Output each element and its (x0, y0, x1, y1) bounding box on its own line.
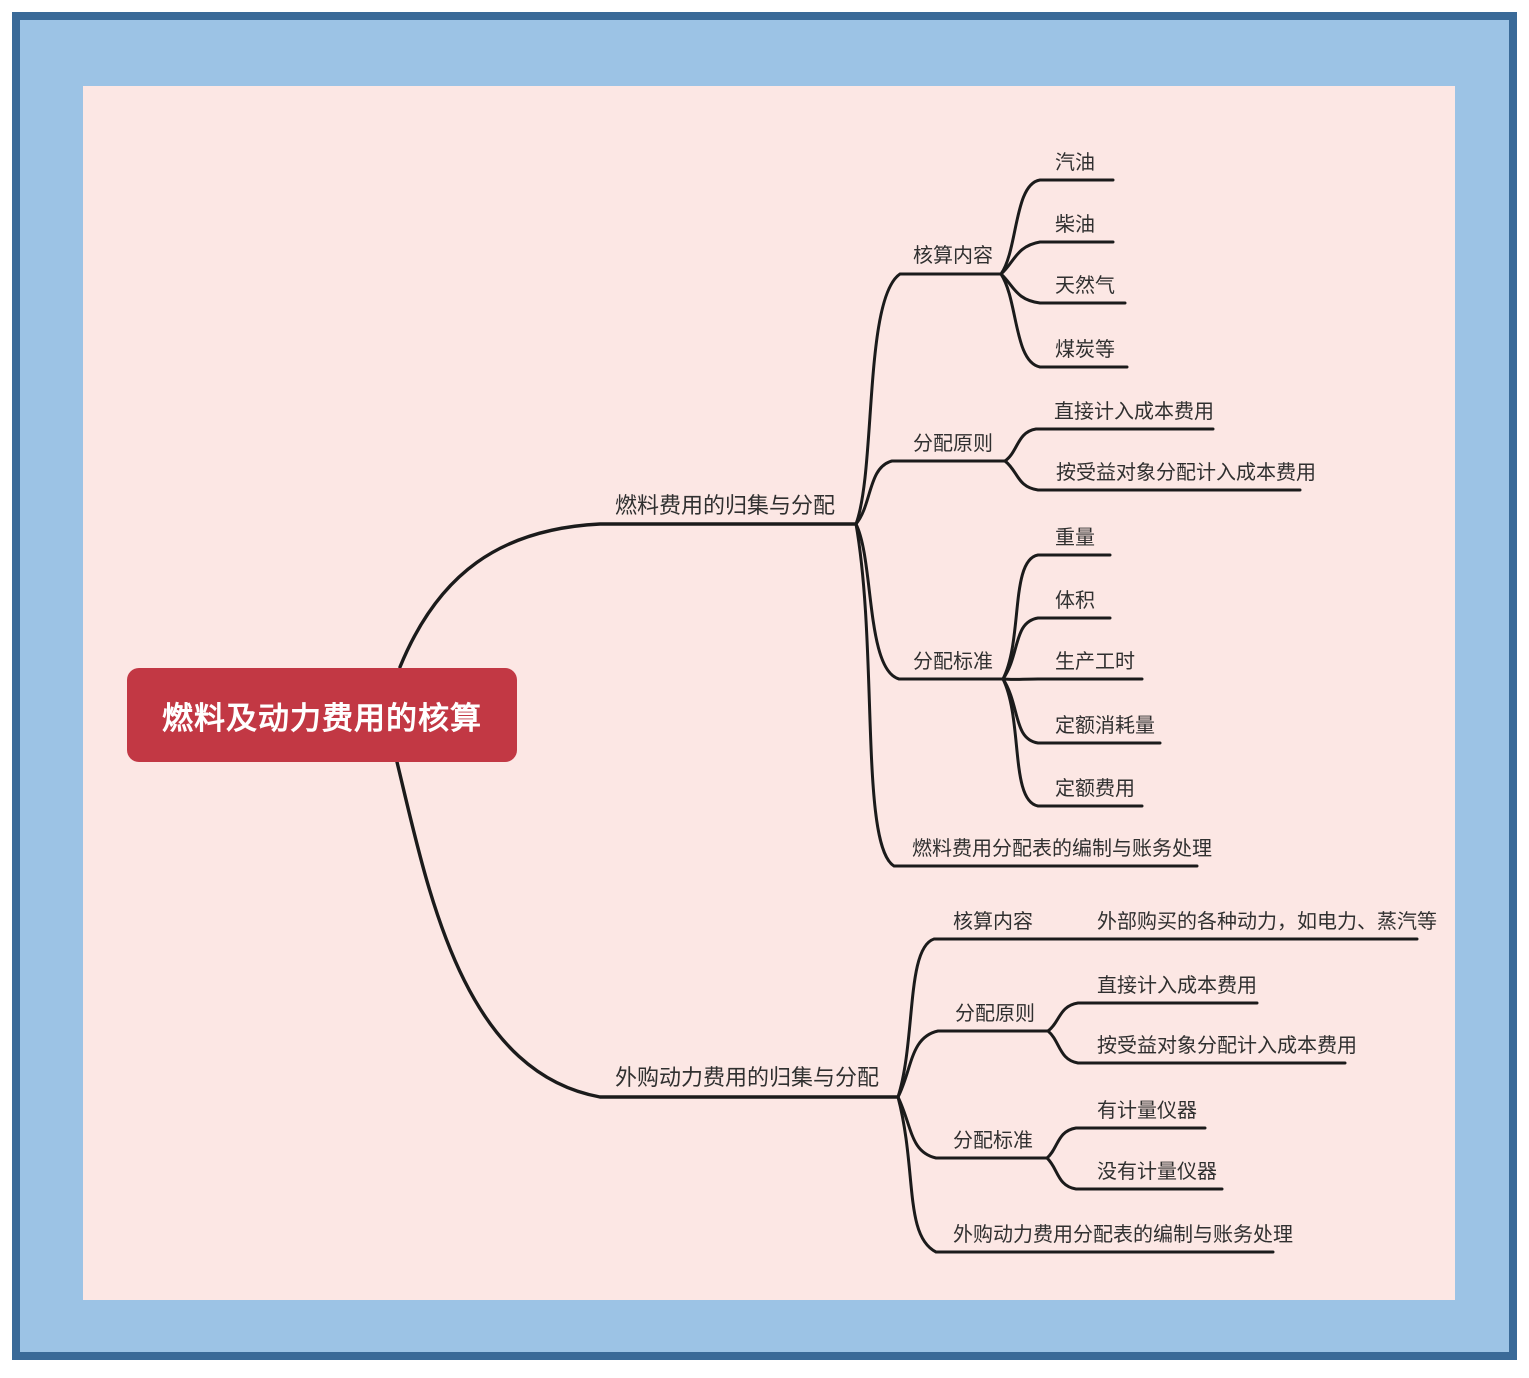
leaf-direct-to-cost-1[interactable]: 直接计入成本费用 (1054, 401, 1214, 423)
leaf-coal-etc[interactable]: 煤炭等 (1055, 339, 1115, 361)
leaf-with-meter[interactable]: 有计量仪器 (1097, 1100, 1197, 1122)
leaf-purchased-power-content[interactable]: 外部购买的各种动力，如电力、蒸汽等 (1097, 911, 1437, 933)
branch-purchased-power[interactable]: 外购动力费用的归集与分配 (615, 1065, 880, 1090)
leaf-quota-consumption[interactable]: 定额消耗量 (1055, 715, 1155, 737)
root-node-label: 燃料及动力费用的核算 (162, 700, 482, 736)
leaf-natural-gas[interactable]: 天然气 (1055, 275, 1115, 297)
node-allocation-principle-2[interactable]: 分配原则 (955, 1003, 1035, 1025)
leaf-quota-cost[interactable]: 定额费用 (1055, 778, 1135, 800)
node-allocation-principle-1[interactable]: 分配原则 (913, 433, 993, 455)
node-allocation-standard-1[interactable]: 分配标准 (913, 651, 993, 673)
leaf-weight[interactable]: 重量 (1055, 527, 1095, 549)
leaf-allocate-by-beneficiary-2[interactable]: 按受益对象分配计入成本费用 (1097, 1035, 1357, 1057)
node-accounting-content-1[interactable]: 核算内容 (913, 245, 993, 267)
leaf-diesel[interactable]: 柴油 (1055, 214, 1095, 236)
leaf-production-hours[interactable]: 生产工时 (1055, 651, 1135, 673)
leaf-direct-to-cost-2[interactable]: 直接计入成本费用 (1097, 975, 1257, 997)
node-power-allocation-table[interactable]: 外购动力费用分配表的编制与账务处理 (953, 1224, 1293, 1246)
node-accounting-content-2[interactable]: 核算内容 (953, 911, 1033, 933)
leaf-without-meter[interactable]: 没有计量仪器 (1097, 1161, 1217, 1183)
leaf-gasoline[interactable]: 汽油 (1055, 152, 1095, 174)
leaf-allocate-by-beneficiary-1[interactable]: 按受益对象分配计入成本费用 (1056, 462, 1316, 484)
leaf-volume[interactable]: 体积 (1055, 590, 1095, 612)
branch-fuel-cost[interactable]: 燃料费用的归集与分配 (615, 493, 836, 518)
node-fuel-allocation-table[interactable]: 燃料费用分配表的编制与账务处理 (912, 838, 1212, 860)
node-allocation-standard-2[interactable]: 分配标准 (953, 1130, 1033, 1152)
root-node[interactable]: 燃料及动力费用的核算 (127, 668, 517, 762)
